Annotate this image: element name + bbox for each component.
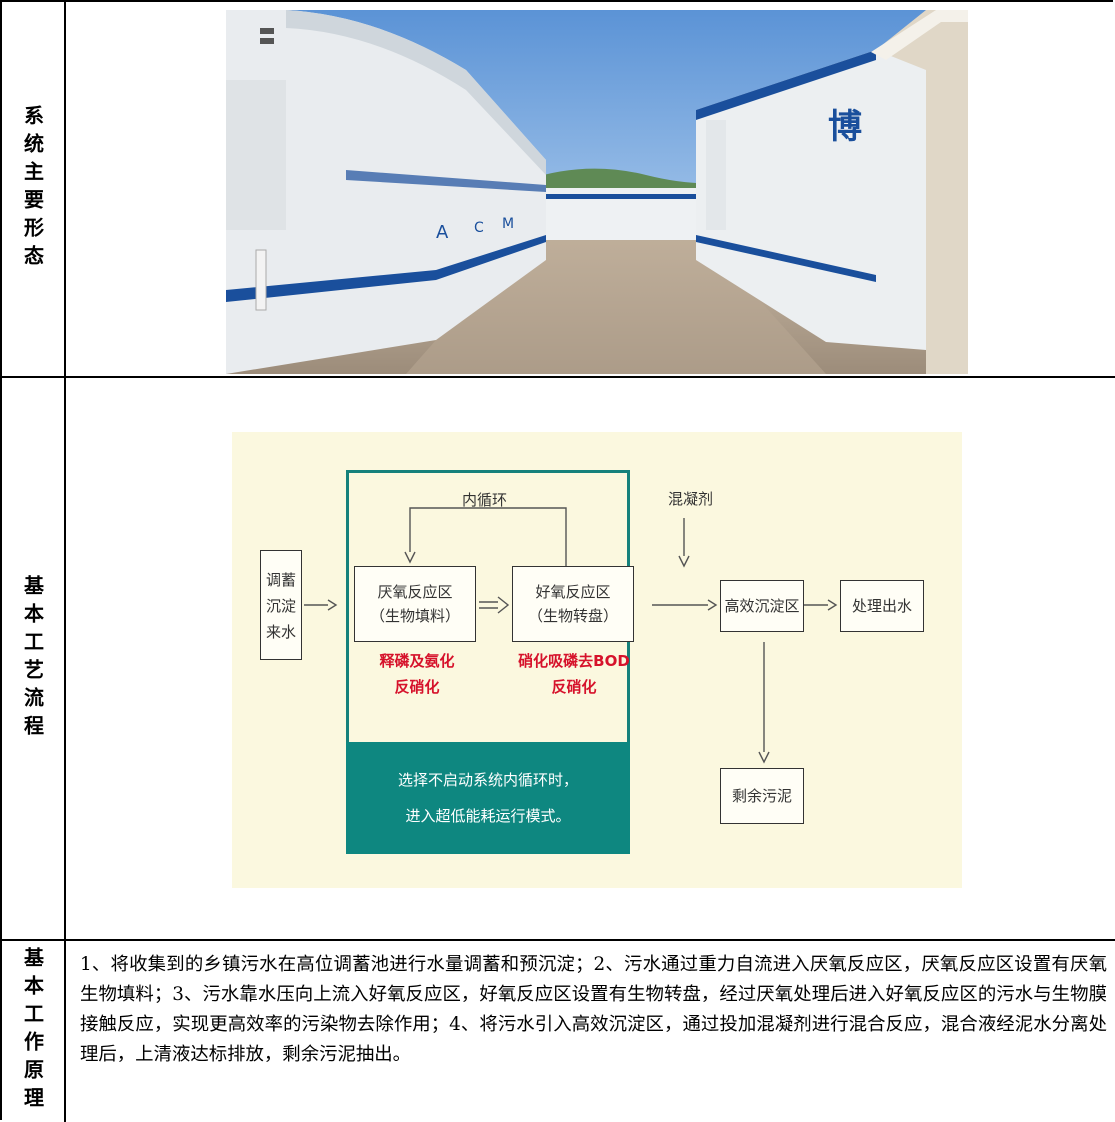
- anaerobic-function-note: 释磷及氨化 反硝化: [358, 648, 476, 700]
- coagulant-label: 混凝剂: [668, 490, 714, 508]
- row-system-form: 系统主要形态: [2, 2, 1115, 378]
- row-label: 基本工作原理: [20, 947, 45, 1115]
- sludge-box: 剩余污泥: [720, 768, 804, 824]
- sludge-label: 剩余污泥: [731, 787, 792, 805]
- anaerobic-zone-box: 厌氧反应区 （生物填料）: [354, 566, 476, 642]
- row-content: A C M 博: [66, 2, 1115, 376]
- row-label: 系统主要形态: [20, 105, 45, 273]
- aerobic-function-note: 硝化吸磷去BOD 反硝化: [504, 648, 644, 700]
- row-label-cell: 基本工艺流程: [2, 378, 66, 939]
- row-working-principle: 基本工作原理 1、将收集到的乡镇污水在高位调蓄池进行水量调蓄和预沉淀；2、污水通…: [2, 941, 1115, 1122]
- row-label-cell: 系统主要形态: [2, 2, 66, 376]
- anaerobic-line-1: 厌氧反应区: [377, 583, 453, 601]
- system-photo: A C M 博: [226, 10, 968, 374]
- anaerobic-note-2: 反硝化: [394, 678, 440, 696]
- source-line-1: 调蓄: [265, 571, 296, 589]
- anaerobic-note-1: 释磷及氨化: [379, 652, 455, 670]
- settling-zone-box: 高效沉淀区: [720, 580, 804, 632]
- tank-letter-m: M: [502, 216, 514, 232]
- process-flow-diagram: 选择不启动系统内循环时， 进入超低能耗运行模式。: [232, 432, 962, 888]
- row-content: 选择不启动系统内循环时， 进入超低能耗运行模式。: [66, 378, 1115, 939]
- low-energy-line-2: 进入超低能耗运行模式。: [405, 807, 571, 825]
- low-energy-line-1: 选择不启动系统内循环时，: [397, 771, 578, 789]
- source-water-box: 调蓄 沉淀 来水: [260, 550, 302, 660]
- aerobic-zone-box: 好氧反应区 （生物转盘）: [512, 566, 634, 642]
- row-label-cell: 基本工作原理: [2, 941, 66, 1122]
- tank-sign-bo: 博: [828, 107, 862, 147]
- anaerobic-line-2: （生物填料）: [369, 607, 460, 625]
- principle-paragraph: 1、将收集到的乡镇污水在高位调蓄池进行水量调蓄和预沉淀；2、污水通过重力自流进入…: [80, 954, 1107, 1065]
- tank-letter-c: C: [474, 220, 484, 236]
- effluent-box: 处理出水: [840, 580, 924, 632]
- inner-loop-label: 内循环: [462, 491, 508, 509]
- row-label: 基本工艺流程: [20, 574, 45, 743]
- tank-letter-a: A: [436, 222, 449, 243]
- aerobic-note-2: 反硝化: [551, 678, 597, 696]
- source-line-2: 沉淀: [265, 597, 296, 615]
- aerobic-line-2: （生物转盘）: [527, 607, 618, 625]
- aerobic-note-1: 硝化吸磷去BOD: [518, 652, 630, 670]
- effluent-label: 处理出水: [851, 597, 912, 615]
- row-process-flow: 基本工艺流程 选择不启动系统内循环时， 进入超低能耗运行模式。: [2, 378, 1115, 941]
- aerobic-line-1: 好氧反应区: [535, 583, 611, 601]
- row-content: 1、将收集到的乡镇污水在高位调蓄池进行水量调蓄和预沉淀；2、污水通过重力自流进入…: [66, 941, 1115, 1122]
- low-energy-note: 选择不启动系统内循环时， 进入超低能耗运行模式。: [346, 742, 630, 854]
- settling-label: 高效沉淀区: [724, 597, 800, 615]
- flow-arrows: [304, 507, 838, 764]
- source-line-3: 来水: [265, 623, 296, 641]
